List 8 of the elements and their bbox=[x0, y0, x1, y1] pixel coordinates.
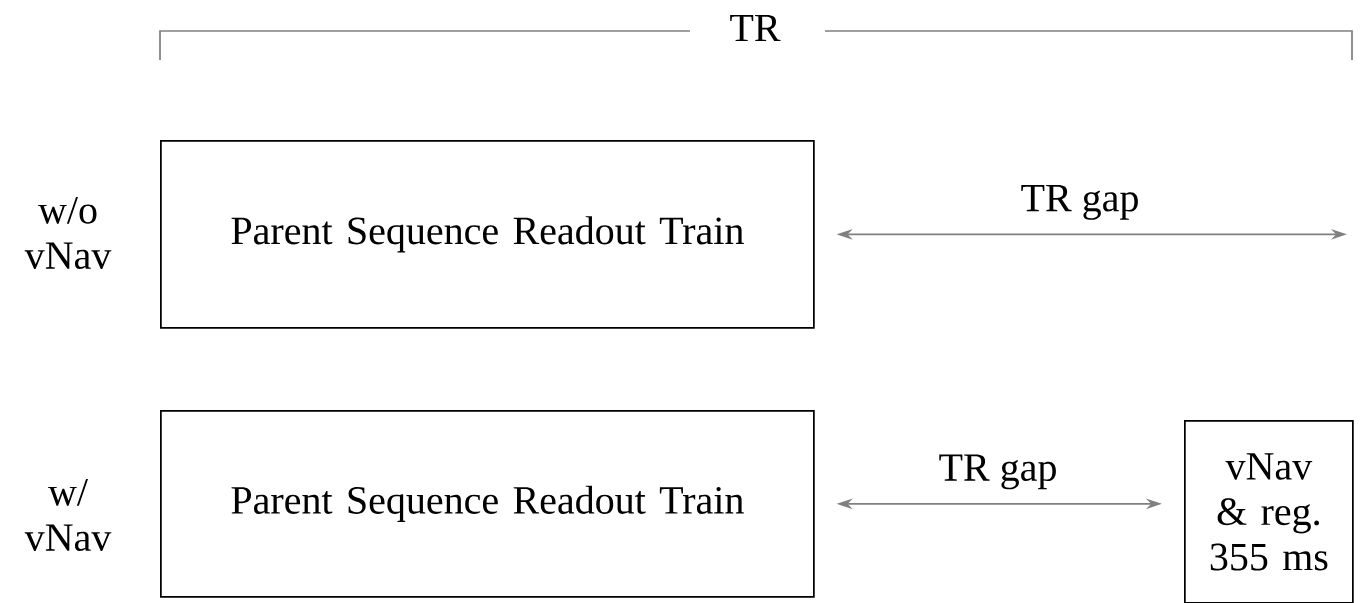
edge-label: TR gap bbox=[939, 454, 1056, 490]
navigator-box: vNav & reg. 355 ms bbox=[1184, 420, 1354, 603]
row-label: w/o vNav bbox=[24, 196, 112, 270]
readout-box: Parent Sequence Readout Train bbox=[160, 410, 815, 598]
dimension-label: TR bbox=[730, 14, 781, 42]
edge-label: TR gap bbox=[1021, 184, 1138, 220]
readout-box: Parent Sequence Readout Train bbox=[160, 140, 815, 329]
row-label: w/ vNav bbox=[24, 478, 112, 552]
